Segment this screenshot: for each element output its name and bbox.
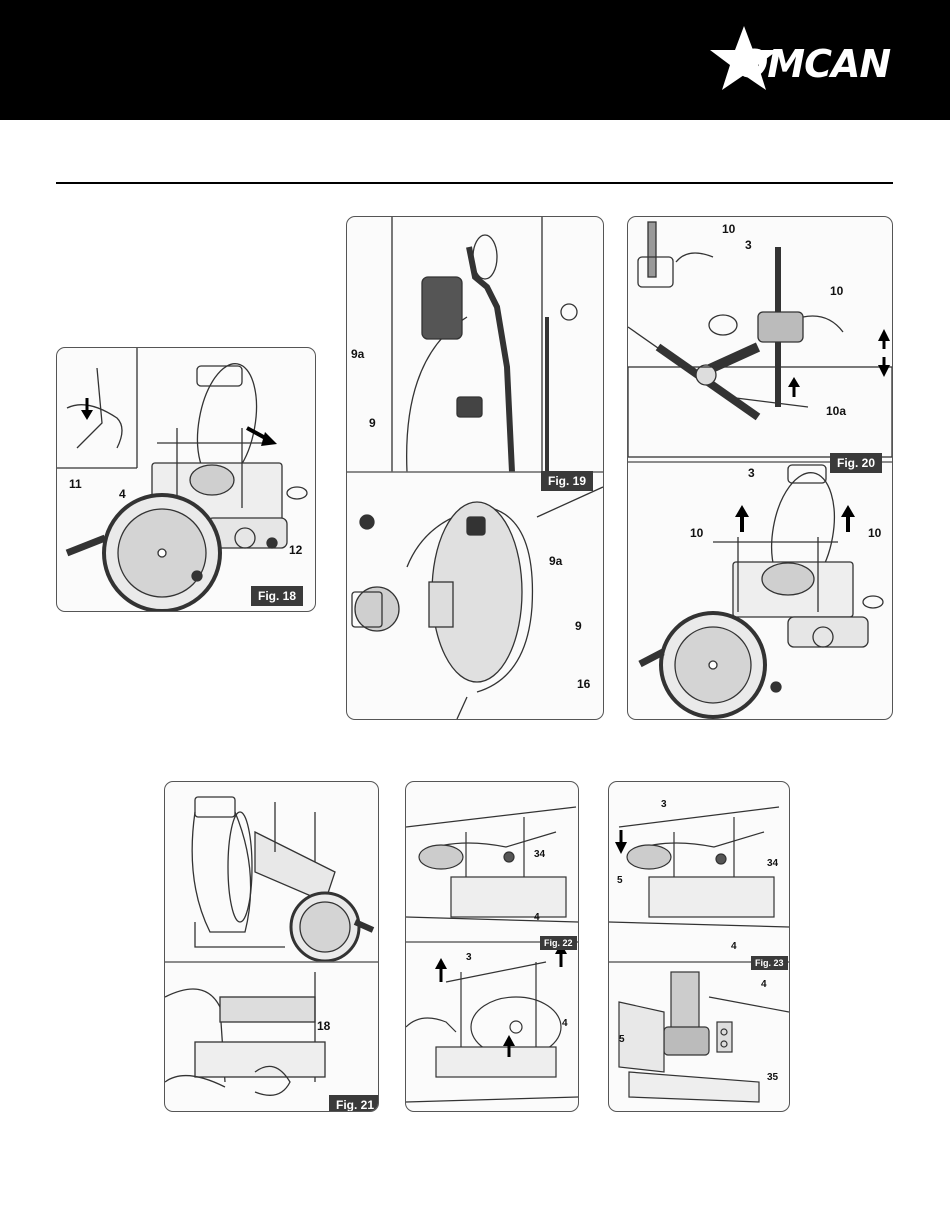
figure-21: 18 Fig. 21: [164, 781, 379, 1112]
label-10-lower-right: 10: [868, 527, 881, 539]
figure-tag: Fig. 22: [540, 936, 577, 950]
brand-name: OMCAN: [736, 42, 890, 86]
label-9-lower: 9: [575, 620, 582, 632]
figure-23: 3 34 5 4 Fig. 23 4 5 35: [608, 781, 790, 1112]
figure-22: 34 4 Fig. 22 3 4: [405, 781, 579, 1112]
figure-tag: Fig. 20: [830, 453, 882, 473]
figure-tag: Fig. 19: [541, 471, 593, 491]
label-4-lower: 4: [562, 1019, 568, 1029]
label-10: 10: [722, 223, 735, 235]
label-10-lower-left: 10: [690, 527, 703, 539]
label-3: 3: [745, 239, 752, 251]
blade-guard-illustration: [347, 217, 603, 719]
label-34: 34: [767, 859, 778, 869]
label-9: 9: [369, 417, 376, 429]
label-12: 12: [289, 544, 302, 556]
slicer-side-illustration: [165, 782, 378, 1111]
carriage-detail-illustration: [609, 782, 789, 1111]
label-9a: 9a: [351, 348, 364, 360]
figure-tag: Fig. 23: [751, 956, 788, 970]
figure-tag: Fig. 21: [329, 1095, 379, 1112]
label-34: 34: [534, 850, 545, 860]
page-header: OMCAN: [0, 0, 950, 120]
label-5: 5: [617, 876, 623, 886]
label-5-lower: 5: [619, 1035, 625, 1045]
figure-19: 9a 9 Fig. 19 9a 9 16: [346, 216, 604, 720]
figure-18: 11 4 12 Fig. 18: [56, 347, 316, 612]
label-4: 4: [119, 488, 126, 500]
section-rule: [56, 182, 893, 184]
label-9a-lower: 9a: [549, 555, 562, 567]
label-3: 3: [661, 800, 667, 810]
figure-20: 10 3 10 10a Fig. 20 3 10 10: [627, 216, 893, 720]
label-16: 16: [577, 678, 590, 690]
omcan-logo: OMCAN: [706, 24, 906, 96]
label-3-lower: 3: [748, 467, 755, 479]
label-10a: 10a: [826, 405, 846, 417]
figure-tag: Fig. 18: [251, 586, 303, 606]
label-18: 18: [317, 1020, 330, 1032]
label-4: 4: [731, 942, 737, 952]
slicer-illustration: [57, 348, 315, 611]
label-4-lower: 4: [761, 980, 767, 990]
label-4: 4: [534, 913, 540, 923]
label-3: 3: [466, 953, 472, 963]
label-10-right: 10: [830, 285, 843, 297]
label-35: 35: [767, 1073, 778, 1083]
label-11: 11: [69, 478, 82, 490]
